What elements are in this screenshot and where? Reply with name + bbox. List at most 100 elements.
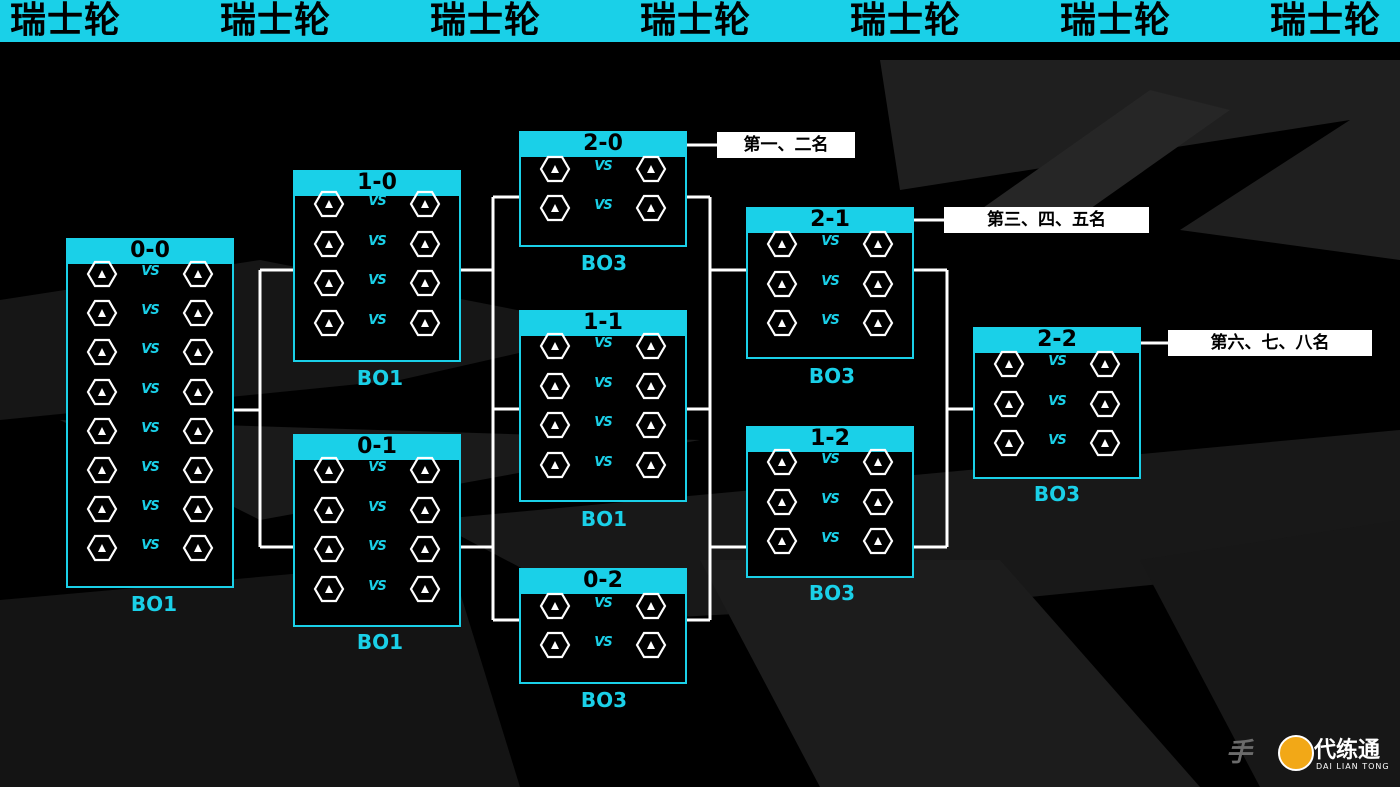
vs-label: VS [368, 539, 386, 554]
team-slot-icon [86, 259, 118, 289]
group-record: 2-0 [519, 131, 687, 157]
format-label: BO1 [356, 630, 404, 654]
team-slot-icon [313, 189, 345, 219]
team-slot-icon [539, 591, 571, 621]
team-slot-icon [313, 574, 345, 604]
team-slot-icon [313, 308, 345, 338]
vs-label: VS [141, 420, 159, 436]
group-record: 2-2 [973, 327, 1141, 353]
match-row: VS [748, 308, 912, 338]
vs-label: VS [594, 336, 612, 351]
team-slot-icon [182, 259, 214, 289]
match-row: VS [521, 371, 685, 401]
team-slot-icon [182, 298, 214, 328]
team-slot-icon [182, 337, 214, 367]
watermark-brand: 代练通 [1314, 738, 1381, 763]
vs-label: VS [141, 499, 159, 515]
match-row: VS [521, 410, 685, 440]
team-slot-icon [539, 154, 571, 184]
rank-label: 第三、四、五名 [944, 207, 1149, 233]
format-label: BO3 [1033, 482, 1081, 506]
team-slot-icon [539, 331, 571, 361]
vs-label: VS [821, 313, 839, 328]
match-row: VS [975, 428, 1139, 458]
vs-label: VS [141, 460, 159, 475]
team-slot-icon [862, 526, 894, 556]
team-slot-icon [539, 450, 571, 480]
team-slot-icon [182, 377, 214, 407]
match-row: VS [295, 534, 459, 564]
vs-label: VS [594, 159, 612, 174]
group-record: 2-1 [746, 207, 914, 233]
team-slot-icon [635, 193, 667, 223]
match-row: VS [295, 189, 459, 219]
match-row: VS [748, 526, 912, 556]
match-row: VS [521, 331, 685, 361]
vs-label: VS [594, 198, 612, 213]
vs-label: VS [368, 233, 386, 249]
team-slot-icon [313, 268, 345, 298]
vs-label: VS [141, 303, 159, 319]
match-row: VS [68, 455, 232, 485]
match-row: VS [68, 298, 232, 328]
format-label: BO3 [580, 688, 628, 712]
vs-label: VS [368, 194, 386, 209]
team-slot-icon [182, 455, 214, 485]
team-slot-icon [766, 269, 798, 299]
match-row: VS [521, 630, 685, 660]
match-row: VS [521, 154, 685, 184]
team-slot-icon [313, 495, 345, 525]
group-record: 0-2 [519, 568, 687, 594]
vs-label: VS [141, 538, 159, 554]
team-slot-icon [409, 534, 441, 564]
match-row: VS [748, 447, 912, 477]
team-slot-icon [86, 533, 118, 563]
banner-word: 瑞士轮 [640, 0, 752, 41]
team-slot-icon [313, 229, 345, 259]
team-slot-icon [862, 269, 894, 299]
team-slot-icon [539, 630, 571, 660]
team-slot-icon [409, 189, 441, 219]
banner-word: 瑞士轮 [430, 0, 542, 41]
brand-logo-icon [1278, 735, 1314, 771]
vs-label: VS [594, 596, 612, 611]
match-row: VS [68, 377, 232, 407]
rank-label: 第一、二名 [717, 132, 855, 158]
team-slot-icon [635, 450, 667, 480]
team-slot-icon [1089, 428, 1121, 458]
team-slot-icon [86, 494, 118, 524]
team-slot-icon [766, 447, 798, 477]
group-record: 1-2 [746, 426, 914, 452]
team-slot-icon [86, 337, 118, 367]
format-label: BO3 [580, 251, 628, 275]
vs-label: VS [368, 460, 386, 475]
match-row: VS [295, 574, 459, 604]
vs-label: VS [141, 264, 159, 279]
match-row: VS [748, 229, 912, 259]
team-slot-icon [635, 630, 667, 660]
watermark-left-text: 手 [1226, 738, 1253, 768]
team-slot-icon [539, 193, 571, 223]
team-slot-icon [635, 154, 667, 184]
format-label: BO3 [808, 581, 856, 605]
team-slot-icon [993, 389, 1025, 419]
vs-label: VS [594, 454, 612, 470]
banner-word: 瑞士轮 [10, 0, 122, 41]
team-slot-icon [539, 371, 571, 401]
team-slot-icon [1089, 389, 1121, 419]
match-row: VS [68, 416, 232, 446]
banner-word: 瑞士轮 [1060, 0, 1172, 41]
vs-label: VS [368, 499, 386, 515]
match-row: VS [295, 229, 459, 259]
team-slot-icon [862, 487, 894, 517]
team-slot-icon [409, 495, 441, 525]
team-slot-icon [635, 331, 667, 361]
group-2-0: 2-0 VS VS [519, 131, 687, 247]
format-label: BO3 [808, 364, 856, 388]
vs-label: VS [821, 234, 839, 249]
